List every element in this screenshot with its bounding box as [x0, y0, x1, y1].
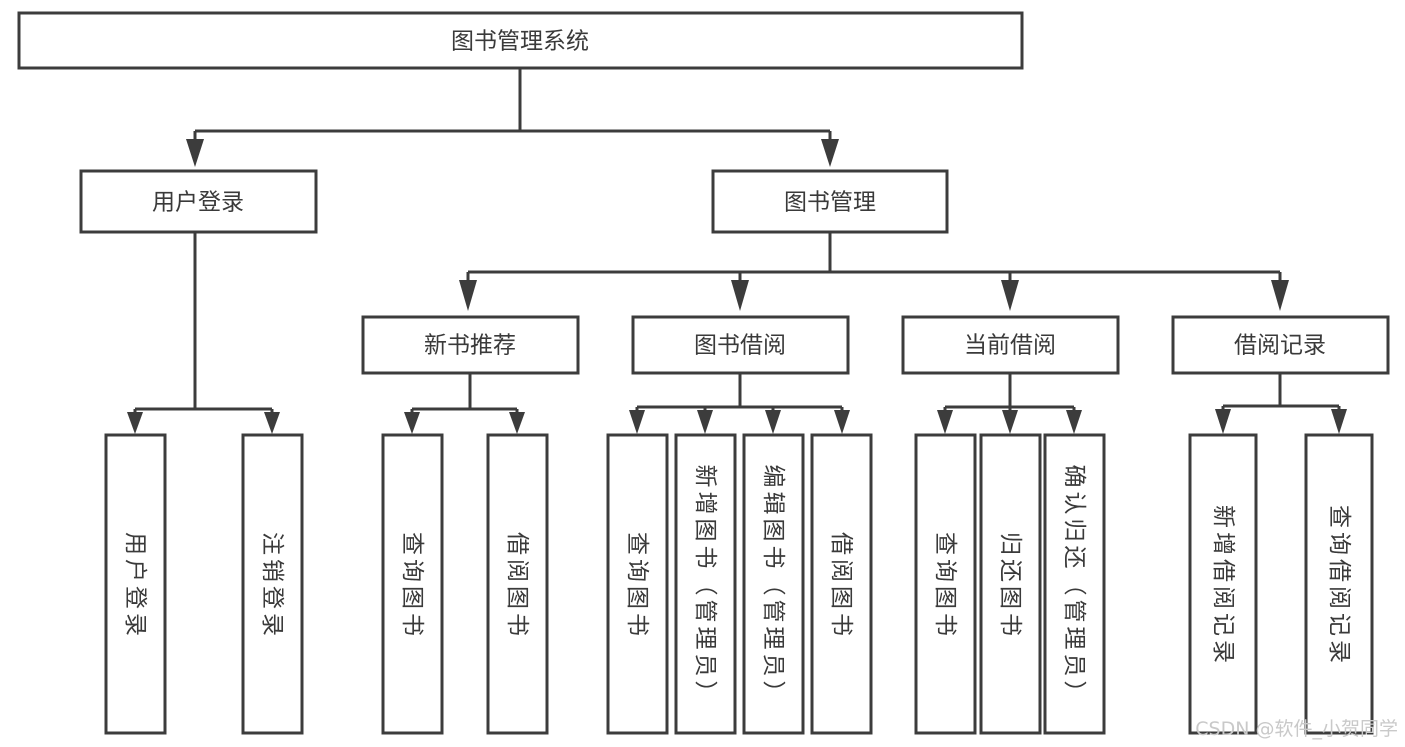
arrow-head-icon [127, 412, 143, 434]
node-label: 借阅记录 [1234, 333, 1326, 359]
node-book-manage[interactable]: 图书管理 [711, 169, 949, 234]
arrow-head-icon [264, 412, 280, 434]
connector-new-book-to-leaves [404, 374, 525, 434]
node-box [711, 169, 949, 234]
node-label: 新书推荐 [424, 333, 516, 359]
node-box [979, 433, 1042, 735]
node-current-borrow[interactable]: 当前借阅 [901, 315, 1120, 375]
node-label: 查询借阅记录 [1326, 505, 1352, 663]
node-box [1188, 433, 1258, 735]
node-label: 查询图书 [399, 532, 425, 636]
connector-current-borrow-to-leaves [937, 374, 1082, 434]
node-leaf-query-book-3[interactable]: 查询图书 [914, 433, 977, 735]
node-label: 查询图书 [624, 532, 650, 636]
node-leaf-add-record[interactable]: 新增借阅记录 [1188, 433, 1258, 735]
arrow-head-icon [629, 410, 645, 434]
node-box [486, 433, 549, 735]
node-leaf-query-book-1[interactable]: 查询图书 [381, 433, 444, 735]
node-label: 借阅图书 [504, 532, 530, 636]
node-label: 用户登录 [152, 190, 244, 216]
node-label: 查询图书 [932, 532, 958, 636]
node-label: 借阅图书 [828, 532, 854, 636]
node-box [1171, 315, 1390, 375]
node-box [1304, 433, 1374, 735]
arrow-head-icon [1215, 409, 1231, 434]
node-leaf-confirm-return[interactable]: 确认归还（管理员） [1043, 433, 1106, 735]
arrow-head-icon [186, 139, 204, 167]
arrow-head-icon [834, 410, 850, 434]
node-label: 编辑图书（管理员） [760, 465, 786, 704]
node-user-login[interactable]: 用户登录 [79, 169, 318, 234]
node-box [631, 315, 850, 375]
node-box [361, 315, 580, 375]
node-box [104, 433, 167, 735]
node-label: 图书管理 [784, 190, 876, 216]
arrow-head-icon [1066, 410, 1082, 434]
node-label: 注销登录 [259, 532, 285, 636]
node-box [674, 433, 737, 735]
node-box [79, 169, 318, 234]
node-label: 新增图书（管理员） [692, 465, 718, 704]
node-leaf-query-book-2[interactable]: 查询图书 [606, 433, 669, 735]
node-leaf-add-book[interactable]: 新增图书（管理员） [674, 433, 737, 735]
arrow-head-icon [731, 280, 749, 311]
node-leaf-edit-book[interactable]: 编辑图书（管理员） [742, 433, 805, 735]
node-label: 用户登录 [122, 532, 148, 636]
node-box [606, 433, 669, 735]
node-new-book-recommend[interactable]: 新书推荐 [361, 315, 580, 375]
connector-book-borrow-to-leaves [629, 374, 850, 434]
arrow-head-icon [937, 410, 953, 434]
node-box [241, 433, 304, 735]
node-box [901, 315, 1120, 375]
arrow-head-icon [1001, 280, 1019, 311]
node-leaf-user-login[interactable]: 用户登录 [104, 433, 167, 735]
node-box [17, 11, 1024, 70]
arrow-head-icon [765, 410, 781, 434]
node-leaf-borrow-book-1[interactable]: 借阅图书 [486, 433, 549, 735]
node-label: 当前借阅 [964, 333, 1056, 359]
node-borrow-record[interactable]: 借阅记录 [1171, 315, 1390, 375]
node-box [914, 433, 977, 735]
arrow-head-icon [697, 410, 713, 434]
node-leaf-borrow-book-2[interactable]: 借阅图书 [810, 433, 873, 735]
node-leaf-query-record[interactable]: 查询借阅记录 [1304, 433, 1374, 735]
node-label: 图书管理系统 [451, 29, 589, 55]
node-leaf-logout-login[interactable]: 注销登录 [241, 433, 304, 735]
node-book-borrow[interactable]: 图书借阅 [631, 315, 850, 375]
node-box [381, 433, 444, 735]
connector-borrow-record-to-leaves [1215, 374, 1347, 434]
node-label: 图书借阅 [694, 333, 786, 359]
watermark-text: CSDN @软件_小贺同学 [1195, 718, 1398, 740]
node-box [742, 433, 805, 735]
node-leaf-return-book[interactable]: 归还图书 [979, 433, 1042, 735]
connector-book-manage-to-level3 [459, 233, 1289, 311]
arrow-head-icon [1271, 280, 1289, 311]
arrow-head-icon [404, 412, 420, 434]
connector-user-login-to-leaves [127, 233, 280, 434]
node-label: 归还图书 [997, 532, 1023, 636]
node-label: 确认归还（管理员） [1061, 465, 1087, 704]
arrow-head-icon [1331, 409, 1347, 434]
arrow-head-icon [459, 280, 477, 311]
connector-root-to-level2 [186, 69, 839, 167]
node-box [810, 433, 873, 735]
node-box [1043, 433, 1106, 735]
arrow-head-icon [509, 412, 525, 434]
arrow-head-icon [1002, 410, 1018, 434]
node-label: 新增借阅记录 [1210, 505, 1236, 663]
arrow-head-icon [821, 139, 839, 167]
node-root[interactable]: 图书管理系统 [17, 11, 1024, 70]
